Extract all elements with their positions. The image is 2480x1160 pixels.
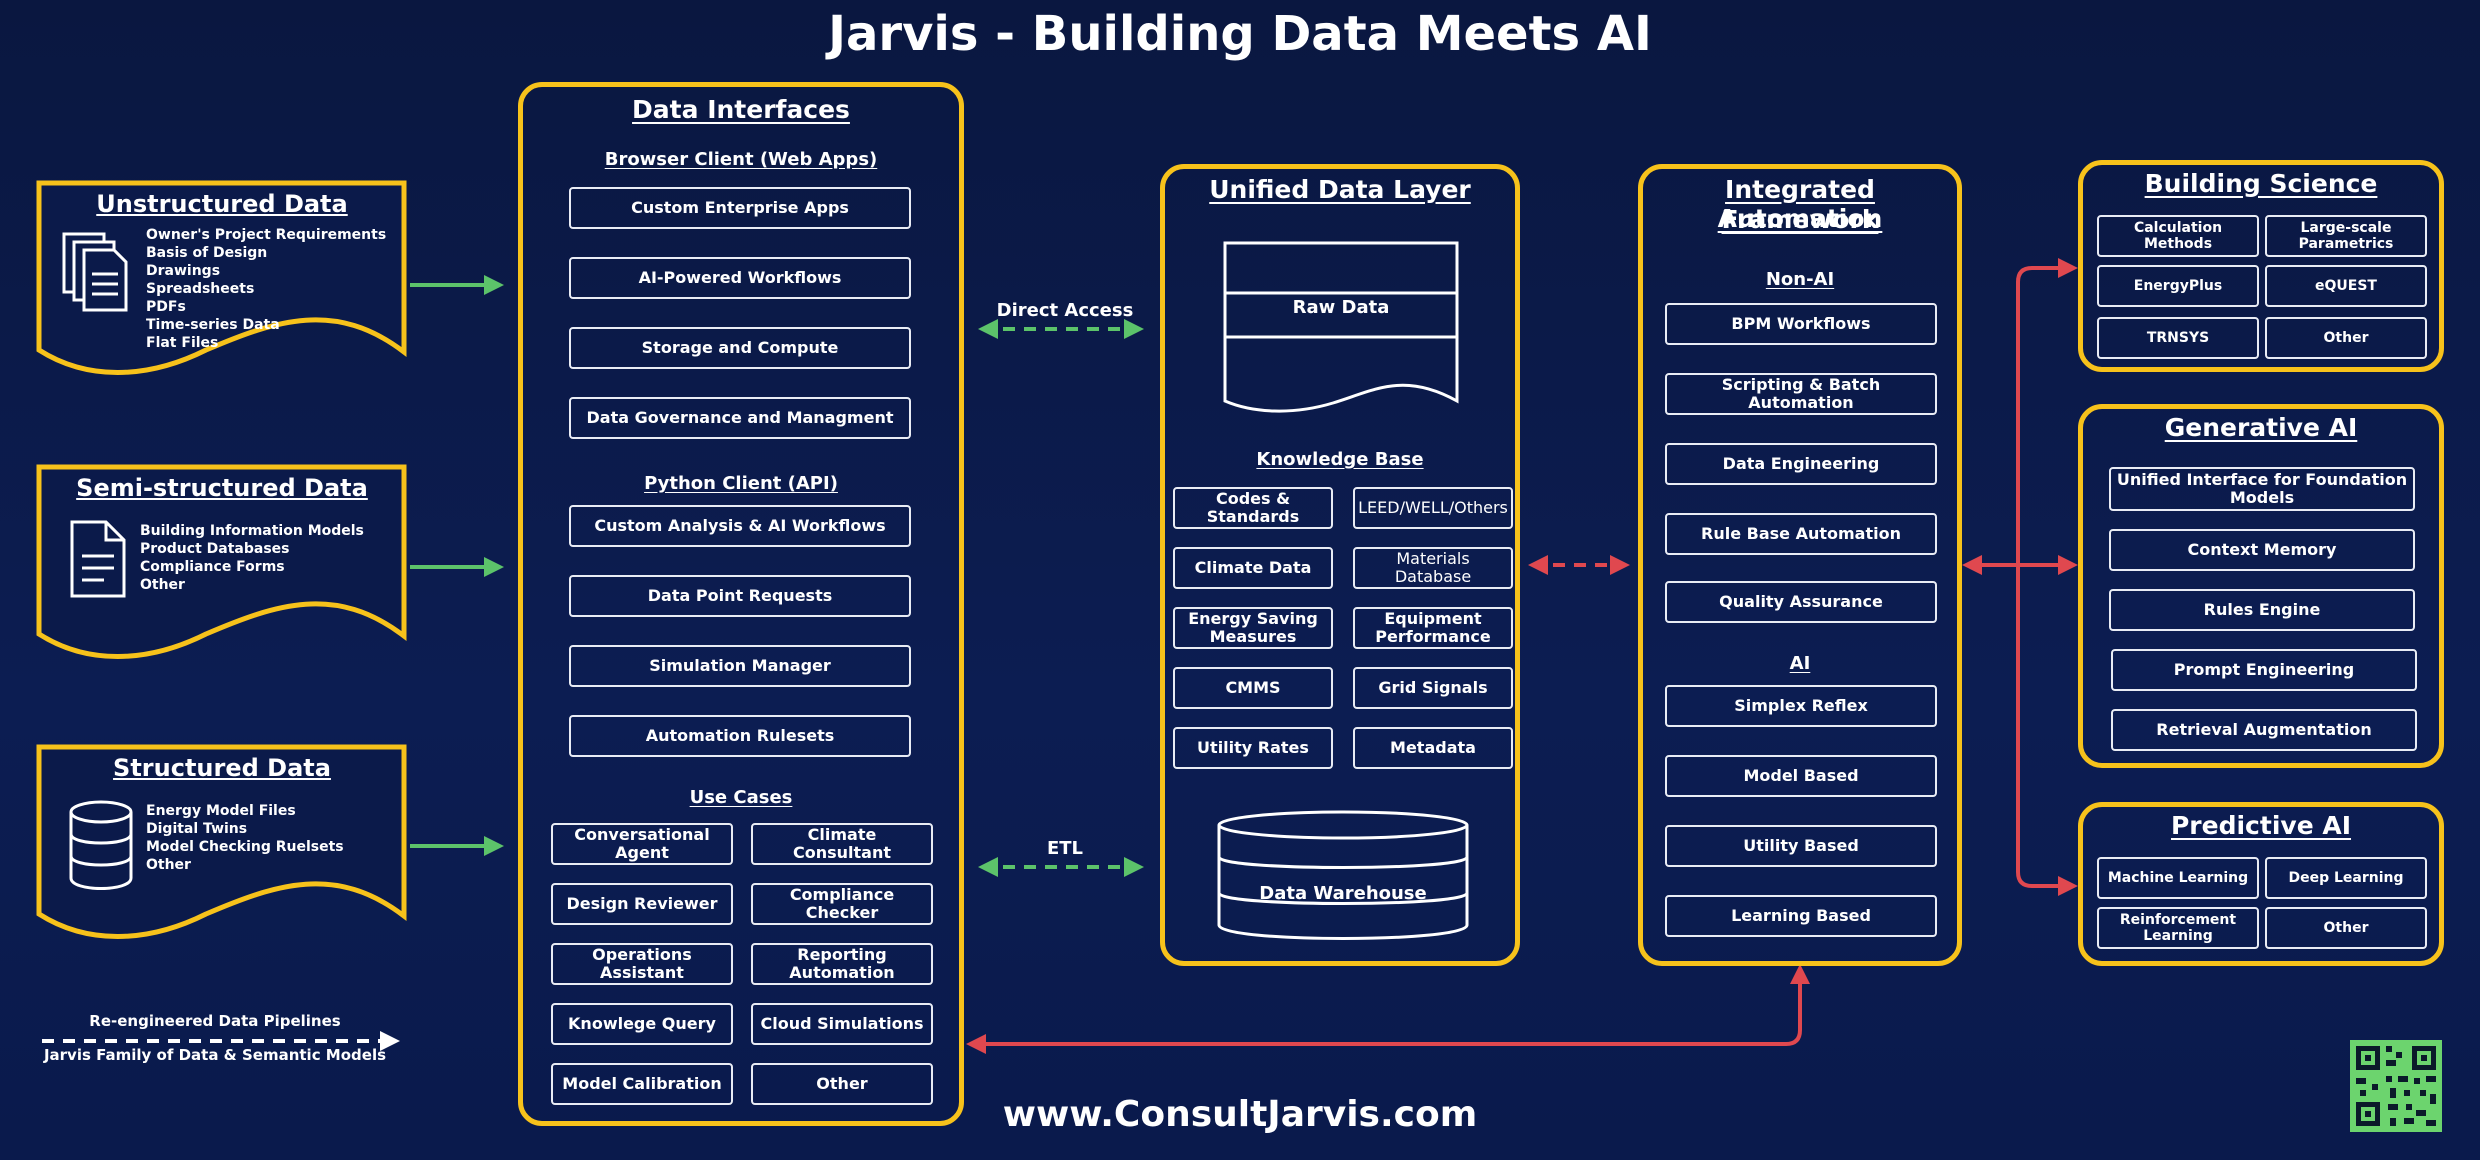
structured-title: Structured Data <box>113 754 331 782</box>
browser-item[interactable]: Data Governance and Managment <box>569 397 911 439</box>
python-item[interactable]: Simulation Manager <box>569 645 911 687</box>
structured-items: Energy Model Files Digital Twins Model C… <box>146 803 344 873</box>
data-warehouse-label: Data Warehouse <box>1259 883 1427 904</box>
python-item[interactable]: Automation Rulesets <box>569 715 911 757</box>
use-case-item[interactable]: Knowlege Query <box>551 1003 733 1045</box>
qr-code-icon <box>2350 1040 2442 1132</box>
non-ai-item[interactable]: Quality Assurance <box>1665 581 1937 623</box>
python-client-heading: Python Client (API) <box>644 473 838 494</box>
generative-ai-item[interactable]: Rules Engine <box>2109 589 2415 631</box>
kb-item[interactable]: Codes & Standards <box>1173 487 1333 529</box>
kb-item[interactable]: CMMS <box>1173 667 1333 709</box>
kb-item[interactable]: Grid Signals <box>1353 667 1513 709</box>
predictive-ai-panel: Predictive AI Machine Learning Deep Lear… <box>2078 802 2444 966</box>
browser-item[interactable]: Storage and Compute <box>569 327 911 369</box>
data-interfaces-title: Data Interfaces <box>632 95 850 124</box>
database-icon <box>69 800 133 890</box>
automation-to-predictive-arrow <box>2016 565 2078 896</box>
use-case-item[interactable]: Compliance Checker <box>751 883 933 925</box>
use-case-item[interactable]: Design Reviewer <box>551 883 733 925</box>
kb-item[interactable]: Metadata <box>1353 727 1513 769</box>
building-science-item[interactable]: eQUEST <box>2265 265 2427 307</box>
automation-title-line1: Integrated Automation <box>1717 175 1883 233</box>
kb-item[interactable]: Materials Database <box>1353 547 1513 589</box>
document-icon <box>70 520 126 598</box>
use-cases-heading: Use Cases <box>689 787 793 808</box>
automation-title-line2: Framework <box>1721 205 1879 234</box>
ai-item[interactable]: Utility Based <box>1665 825 1937 867</box>
direct-access-label: Direct Access <box>996 300 1134 321</box>
data-interfaces-panel: Data Interfaces Browser Client (Web Apps… <box>518 82 964 1126</box>
use-case-item[interactable]: Other <box>751 1063 933 1105</box>
generative-ai-panel: Generative AI Unified Interface for Foun… <box>2078 404 2444 768</box>
ai-item[interactable]: Simplex Reflex <box>1665 685 1937 727</box>
predictive-ai-item[interactable]: Deep Learning <box>2265 857 2427 899</box>
unstructured-banner <box>36 180 407 375</box>
kb-item[interactable]: Utility Rates <box>1173 727 1333 769</box>
use-case-item[interactable]: Operations Assistant <box>551 943 733 985</box>
building-science-item[interactable]: EnergyPlus <box>2097 265 2259 307</box>
structured-banner <box>36 744 407 939</box>
data-warehouse-icon <box>1217 810 1469 940</box>
semi-structured-title: Semi-structured Data <box>76 474 368 502</box>
predictive-ai-item[interactable]: Other <box>2265 907 2427 949</box>
ai-heading: AI <box>1789 653 1811 674</box>
python-item[interactable]: Data Point Requests <box>569 575 911 617</box>
browser-item[interactable]: Custom Enterprise Apps <box>569 187 911 229</box>
automation-framework-panel: Integrated Automation Framework Non-AI B… <box>1638 164 1962 966</box>
unified-data-layer-panel: Unified Data Layer Raw Data Knowledge Ba… <box>1160 164 1520 966</box>
use-case-item[interactable]: Climate Consultant <box>751 823 933 865</box>
documents-stack-icon <box>62 232 128 312</box>
kb-item[interactable]: Energy Saving Measures <box>1173 607 1333 649</box>
building-science-title: Building Science <box>2144 169 2378 198</box>
building-science-item[interactable]: Other <box>2265 317 2427 359</box>
use-case-item[interactable]: Conversational Agent <box>551 823 733 865</box>
non-ai-item[interactable]: Rule Base Automation <box>1665 513 1937 555</box>
kb-item[interactable]: LEED/WELL/Others <box>1353 487 1513 529</box>
non-ai-heading: Non-AI <box>1765 269 1835 290</box>
browser-client-heading: Browser Client (Web Apps) <box>604 149 878 170</box>
unified-title: Unified Data Layer <box>1209 175 1471 204</box>
footer-url[interactable]: www.ConsultJarvis.com <box>1002 1094 1478 1135</box>
semi-structured-banner <box>36 464 407 659</box>
automation-interfaces-loop-arrow <box>966 964 1810 1054</box>
raw-data-label: Raw Data <box>1292 297 1390 318</box>
kb-item[interactable]: Equipment Performance <box>1353 607 1513 649</box>
raw-data-shape <box>1223 241 1459 413</box>
predictive-ai-item[interactable]: Reinforcement Learning <box>2097 907 2259 949</box>
kb-item[interactable]: Climate Data <box>1173 547 1333 589</box>
legend-line1: Re-engineered Data Pipelines <box>89 1012 341 1030</box>
building-science-item[interactable]: Calculation Methods <box>2097 215 2259 257</box>
non-ai-item[interactable]: Scripting & Batch Automation <box>1665 373 1937 415</box>
legend-line2: Jarvis Family of Data & Semantic Models <box>43 1046 387 1064</box>
generative-ai-title: Generative AI <box>2164 413 2358 442</box>
automation-to-buildingscience-arrow <box>2016 258 2078 565</box>
unstructured-title: Unstructured Data <box>96 190 348 218</box>
generative-ai-item[interactable]: Context Memory <box>2109 529 2415 571</box>
knowledge-base-heading: Knowledge Base <box>1256 449 1424 470</box>
use-case-item[interactable]: Model Calibration <box>551 1063 733 1105</box>
generative-ai-item[interactable]: Retrieval Augmentation <box>2111 709 2417 751</box>
semi-structured-items: Building Information Models Product Data… <box>140 523 364 593</box>
use-case-item[interactable]: Cloud Simulations <box>751 1003 933 1045</box>
building-science-panel: Building Science Calculation Methods Lar… <box>2078 160 2444 372</box>
building-science-item[interactable]: Large-scale Parametrics <box>2265 215 2427 257</box>
ai-item[interactable]: Learning Based <box>1665 895 1937 937</box>
generative-ai-item[interactable]: Unified Interface for Foundation Models <box>2109 467 2415 511</box>
browser-item[interactable]: AI-Powered Workflows <box>569 257 911 299</box>
unstructured-items: Owner's Project Requirements Basis of De… <box>146 227 387 351</box>
page-title: Jarvis - Building Data Meets AI <box>828 6 1652 62</box>
python-item[interactable]: Custom Analysis & AI Workflows <box>569 505 911 547</box>
non-ai-item[interactable]: Data Engineering <box>1665 443 1937 485</box>
etl-label: ETL <box>1046 838 1084 859</box>
ai-item[interactable]: Model Based <box>1665 755 1937 797</box>
predictive-ai-title: Predictive AI <box>2170 811 2352 840</box>
generative-ai-item[interactable]: Prompt Engineering <box>2111 649 2417 691</box>
building-science-item[interactable]: TRNSYS <box>2097 317 2259 359</box>
predictive-ai-item[interactable]: Machine Learning <box>2097 857 2259 899</box>
use-case-item[interactable]: Reporting Automation <box>751 943 933 985</box>
non-ai-item[interactable]: BPM Workflows <box>1665 303 1937 345</box>
